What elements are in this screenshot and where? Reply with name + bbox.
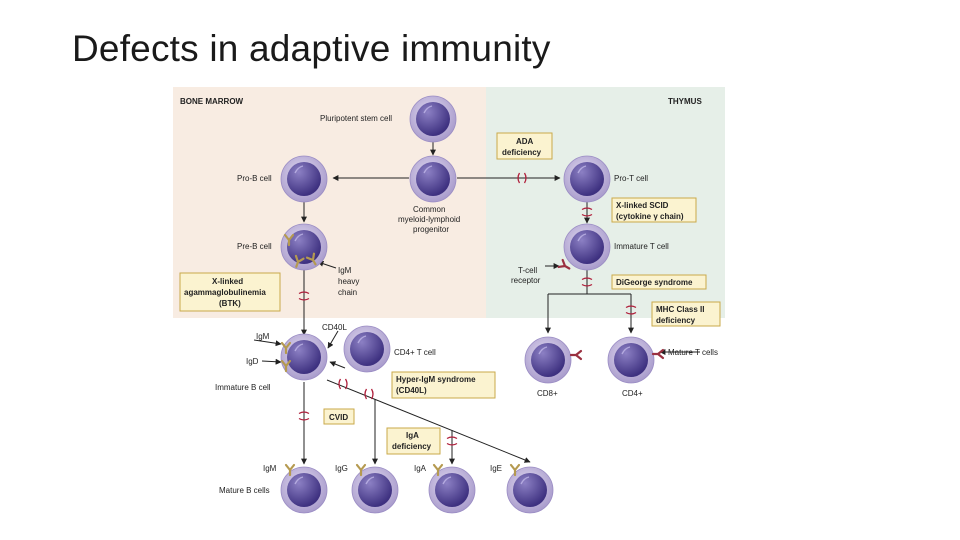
pre-b-cell xyxy=(280,223,328,271)
cd8-label: CD8+ xyxy=(537,389,558,398)
common-label-2: myeloid-lymphoid xyxy=(398,215,460,224)
hyper-igm-label-2: (CD40L) xyxy=(396,386,427,395)
cd4-t-helper-label: CD4+ T cell xyxy=(394,348,436,357)
cvid-box xyxy=(323,408,355,425)
thymus-header: THYMUS xyxy=(668,97,702,106)
pro-b-label: Pro-B cell xyxy=(237,174,272,183)
tcr-label-1: T-cell xyxy=(518,266,537,275)
mature-b-label: Mature B cells xyxy=(219,486,270,495)
immature-t-cell xyxy=(563,223,611,271)
mature-b-cell-igg xyxy=(351,466,399,514)
igm-heavy-label-1: IgM xyxy=(338,266,352,275)
ada-label-2: deficiency xyxy=(502,148,542,157)
scid-label: X-linked SCID xyxy=(616,201,669,210)
digeorge-box xyxy=(611,274,707,290)
cd8-receptor-icon xyxy=(569,349,583,361)
pro-t-label: Pro-T cell xyxy=(614,174,648,183)
xla-label-3: (BTK) xyxy=(219,299,241,308)
immature-b-cell xyxy=(280,333,328,381)
pre-b-label: Pre-B cell xyxy=(237,242,272,251)
pro-t-cell xyxy=(563,155,611,203)
mature-t-label: Mature T cells xyxy=(668,348,718,357)
mature-igm-label: IgM xyxy=(263,464,277,473)
mhc-box xyxy=(651,301,721,327)
pro-b-cell xyxy=(280,155,328,203)
hyper-igm-box xyxy=(391,371,496,399)
cvid-label: CVID xyxy=(329,413,348,422)
mhc-label-2: deficiency xyxy=(656,316,696,325)
immature-b-label: Immature B cell xyxy=(215,383,271,392)
ada-label: ADA xyxy=(516,137,534,146)
xla-label-2: agammaglobulinemia xyxy=(184,288,266,297)
digeorge-label: DiGeorge syndrome xyxy=(616,278,693,287)
iga-deficiency-box xyxy=(386,427,441,455)
higm-block-icon xyxy=(338,378,348,390)
cd4-label: CD4+ xyxy=(622,389,643,398)
mhc-label: MHC Class II xyxy=(656,305,704,314)
cd4-receptor-icon xyxy=(651,348,665,360)
immature-b-igd-label: IgD xyxy=(246,357,259,366)
immature-b-igm-label: IgM xyxy=(256,332,270,341)
mature-iga-label: IgA xyxy=(414,464,427,473)
ada-box xyxy=(496,132,553,160)
mature-ige-label: IgE xyxy=(490,464,502,473)
common-progenitor-cell xyxy=(409,155,457,203)
igm-heavy-label-3: chain xyxy=(338,288,357,297)
tcr-label-2: receptor xyxy=(511,276,541,285)
mature-b-cell-igm xyxy=(280,466,328,514)
common-label-1: Common xyxy=(413,205,445,214)
mature-b-cell-iga xyxy=(428,466,476,514)
scid-box xyxy=(611,197,697,223)
iga-deficiency-label: IgA xyxy=(406,431,419,440)
cd4-t-helper-cell xyxy=(343,325,391,373)
bone-marrow-header: BONE MARROW xyxy=(180,97,244,106)
stem-cell-label: Pluripotent stem cell xyxy=(320,114,392,123)
iga-deficiency-label-2: deficiency xyxy=(392,442,432,451)
cd4-t-cell xyxy=(607,336,655,384)
hyper-igm-label: Hyper-IgM syndrome xyxy=(396,375,476,384)
igm-heavy-label-2: heavy xyxy=(338,277,359,286)
cd40l-label: CD40L xyxy=(322,323,347,332)
immature-t-label: Immature T cell xyxy=(614,242,669,251)
cd8-t-cell xyxy=(524,336,572,384)
scid-label-2: (cytokine γ chain) xyxy=(616,212,684,221)
slide-title: Defects in adaptive immunity xyxy=(72,28,551,69)
mature-igg-label: IgG xyxy=(335,464,348,473)
xla-box xyxy=(179,272,281,312)
common-label-3: progenitor xyxy=(413,225,449,234)
stem-cell xyxy=(409,95,457,143)
xla-label: X-linked xyxy=(212,277,243,286)
